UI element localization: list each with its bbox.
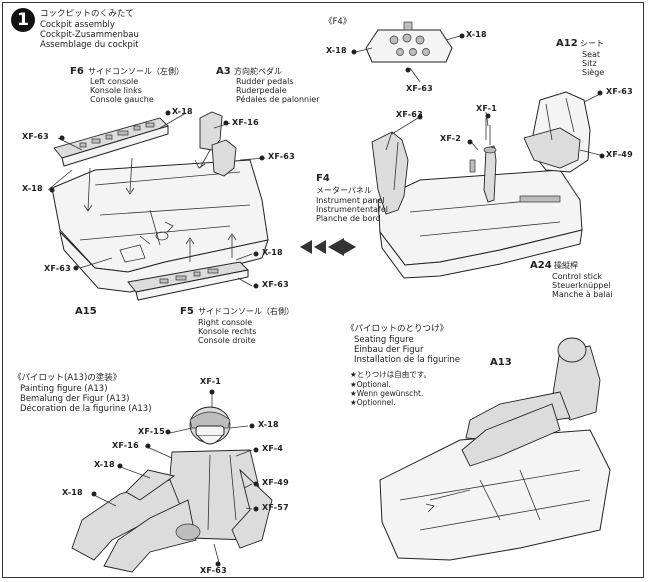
f4-code-x18-right: X-18: [466, 30, 487, 39]
part-f6-fr: Console gauche: [90, 95, 154, 104]
part-a12-label: A12: [556, 38, 578, 49]
part-f5-label: F5: [180, 306, 194, 317]
code-xf16: XF-16: [232, 118, 259, 127]
next-arrow: [300, 238, 356, 256]
f4-detail-label: 《F4》: [324, 17, 352, 27]
painting-title-jp: 《パイロット(A13)の塗装》: [13, 373, 122, 383]
code-xf63-left: XF-63: [22, 132, 49, 141]
code-xf63-seat: XF-63: [606, 87, 633, 96]
paint-code-xf4: XF-4: [262, 444, 284, 453]
part-a13-label: A13: [490, 357, 512, 368]
paint-dots: [49, 33, 605, 567]
step-title-en: Cockpit assembly: [40, 20, 115, 30]
part-f4-de: Instrumententafel: [316, 205, 389, 214]
right-cockpit-tub-drawing: [371, 91, 591, 279]
seating-optional-fr: ★Optionnel.: [350, 398, 396, 407]
part-f4-en: Instrument panel: [316, 196, 385, 205]
part-f5-fr: Console droite: [198, 336, 256, 345]
code-x18-left: X-18: [22, 184, 43, 193]
painting-title-en: Painting figure (A13): [20, 384, 108, 394]
code-xf63-bottom-left: XF-63: [44, 264, 71, 273]
seating-optional-de: ★Wenn gewünscht.: [350, 389, 424, 398]
seating-title-fr: Installation de la figurine: [354, 355, 460, 365]
step-number-badge: 1: [11, 8, 35, 32]
part-f5-en: Right console: [198, 318, 253, 327]
part-f6-label: F6: [70, 66, 84, 77]
part-f4-jp: メーターパネル: [316, 186, 372, 195]
part-a3-label: A3: [216, 66, 231, 77]
part-a3-en: Rudder pedals: [236, 77, 294, 86]
paint-code-xf16: XF-16: [112, 441, 139, 450]
part-f6-jp: サイドコンソール（左側）: [88, 67, 184, 76]
paint-code-xf1: XF-1: [200, 377, 222, 386]
part-a24-label: A24: [530, 260, 552, 271]
part-a15-label: A15: [75, 306, 97, 317]
f4-code-x18-left: X-18: [326, 46, 347, 55]
step-title-jp: コックピットのくみたて: [40, 9, 134, 19]
part-a12-de: Sitz: [582, 59, 597, 68]
step-title-fr: Assemblage du cockpit: [40, 40, 139, 50]
f4-panel-drawing: [365, 21, 453, 63]
part-a24-fr: Manche à balai: [552, 290, 613, 299]
pilot-figure-drawing: [71, 406, 273, 573]
seating-title-en: Seating figure: [354, 335, 414, 345]
part-a24-jp: 操縦桿: [554, 261, 578, 270]
paint-code-xf15: XF-15: [138, 427, 165, 436]
paint-code-x18-b: X-18: [94, 460, 115, 469]
part-a24-de: Steuerknüppel: [552, 281, 611, 290]
part-a12-jp: シート: [580, 39, 604, 48]
seating-title-jp: 《パイロットのとりつけ》: [346, 324, 449, 334]
part-a3-de: Ruderpedale: [236, 86, 287, 95]
part-f5-jp: サイドコンソール（右側）: [198, 307, 294, 316]
part-a3-fr: Pédales de palonnier: [236, 95, 320, 104]
code-xf63-right-top: XF-63: [396, 110, 423, 119]
part-f6-en: Left console: [90, 77, 139, 86]
paint-code-xf57: XF-57: [262, 503, 289, 512]
part-a12-en: Seat: [582, 50, 601, 59]
code-xf63-bottom-right: XF-63: [262, 280, 289, 289]
part-a12-fr: Siège: [582, 68, 605, 77]
paint-code-x18-a: X-18: [258, 420, 279, 429]
code-xf1-stick: XF-1: [476, 104, 498, 113]
code-x18-top: X-18: [172, 107, 193, 116]
seating-optional-en: ★Optional.: [350, 380, 391, 389]
part-a3-jp: 方向舵ペダル: [234, 67, 282, 76]
paint-code-x18-c: X-18: [62, 488, 83, 497]
painting-title-de: Bemalung der Figur (A13): [20, 394, 130, 404]
seating-optional-jp: ★とりつけは自由です。: [350, 370, 432, 379]
part-f4-label: F4: [316, 173, 330, 184]
part-a24-en: Control stick: [552, 272, 603, 281]
left-cockpit-tub-drawing: [51, 111, 269, 301]
painting-title-fr: Décoration de la figurine (A13): [20, 404, 152, 414]
code-xf63-right: XF-63: [268, 152, 295, 161]
part-f6-de: Konsole links: [90, 86, 142, 95]
step-title-de: Cockpit-Zusammenbau: [40, 30, 139, 40]
paint-code-xf49: XF-49: [262, 478, 289, 487]
code-xf2-stick: XF-2: [440, 134, 462, 143]
paint-code-xf63: XF-63: [200, 566, 227, 575]
code-x18-bottom: X-18: [262, 248, 283, 257]
seating-title-de: Einbau der Figur: [354, 345, 424, 355]
part-f4-fr: Planche de bord: [316, 214, 381, 223]
code-xf49-seat: XF-49: [606, 150, 633, 159]
seating-figure-drawing: [379, 337, 611, 561]
f4-code-xf63: XF-63: [406, 84, 433, 93]
part-f5-de: Konsole rechts: [198, 327, 257, 336]
